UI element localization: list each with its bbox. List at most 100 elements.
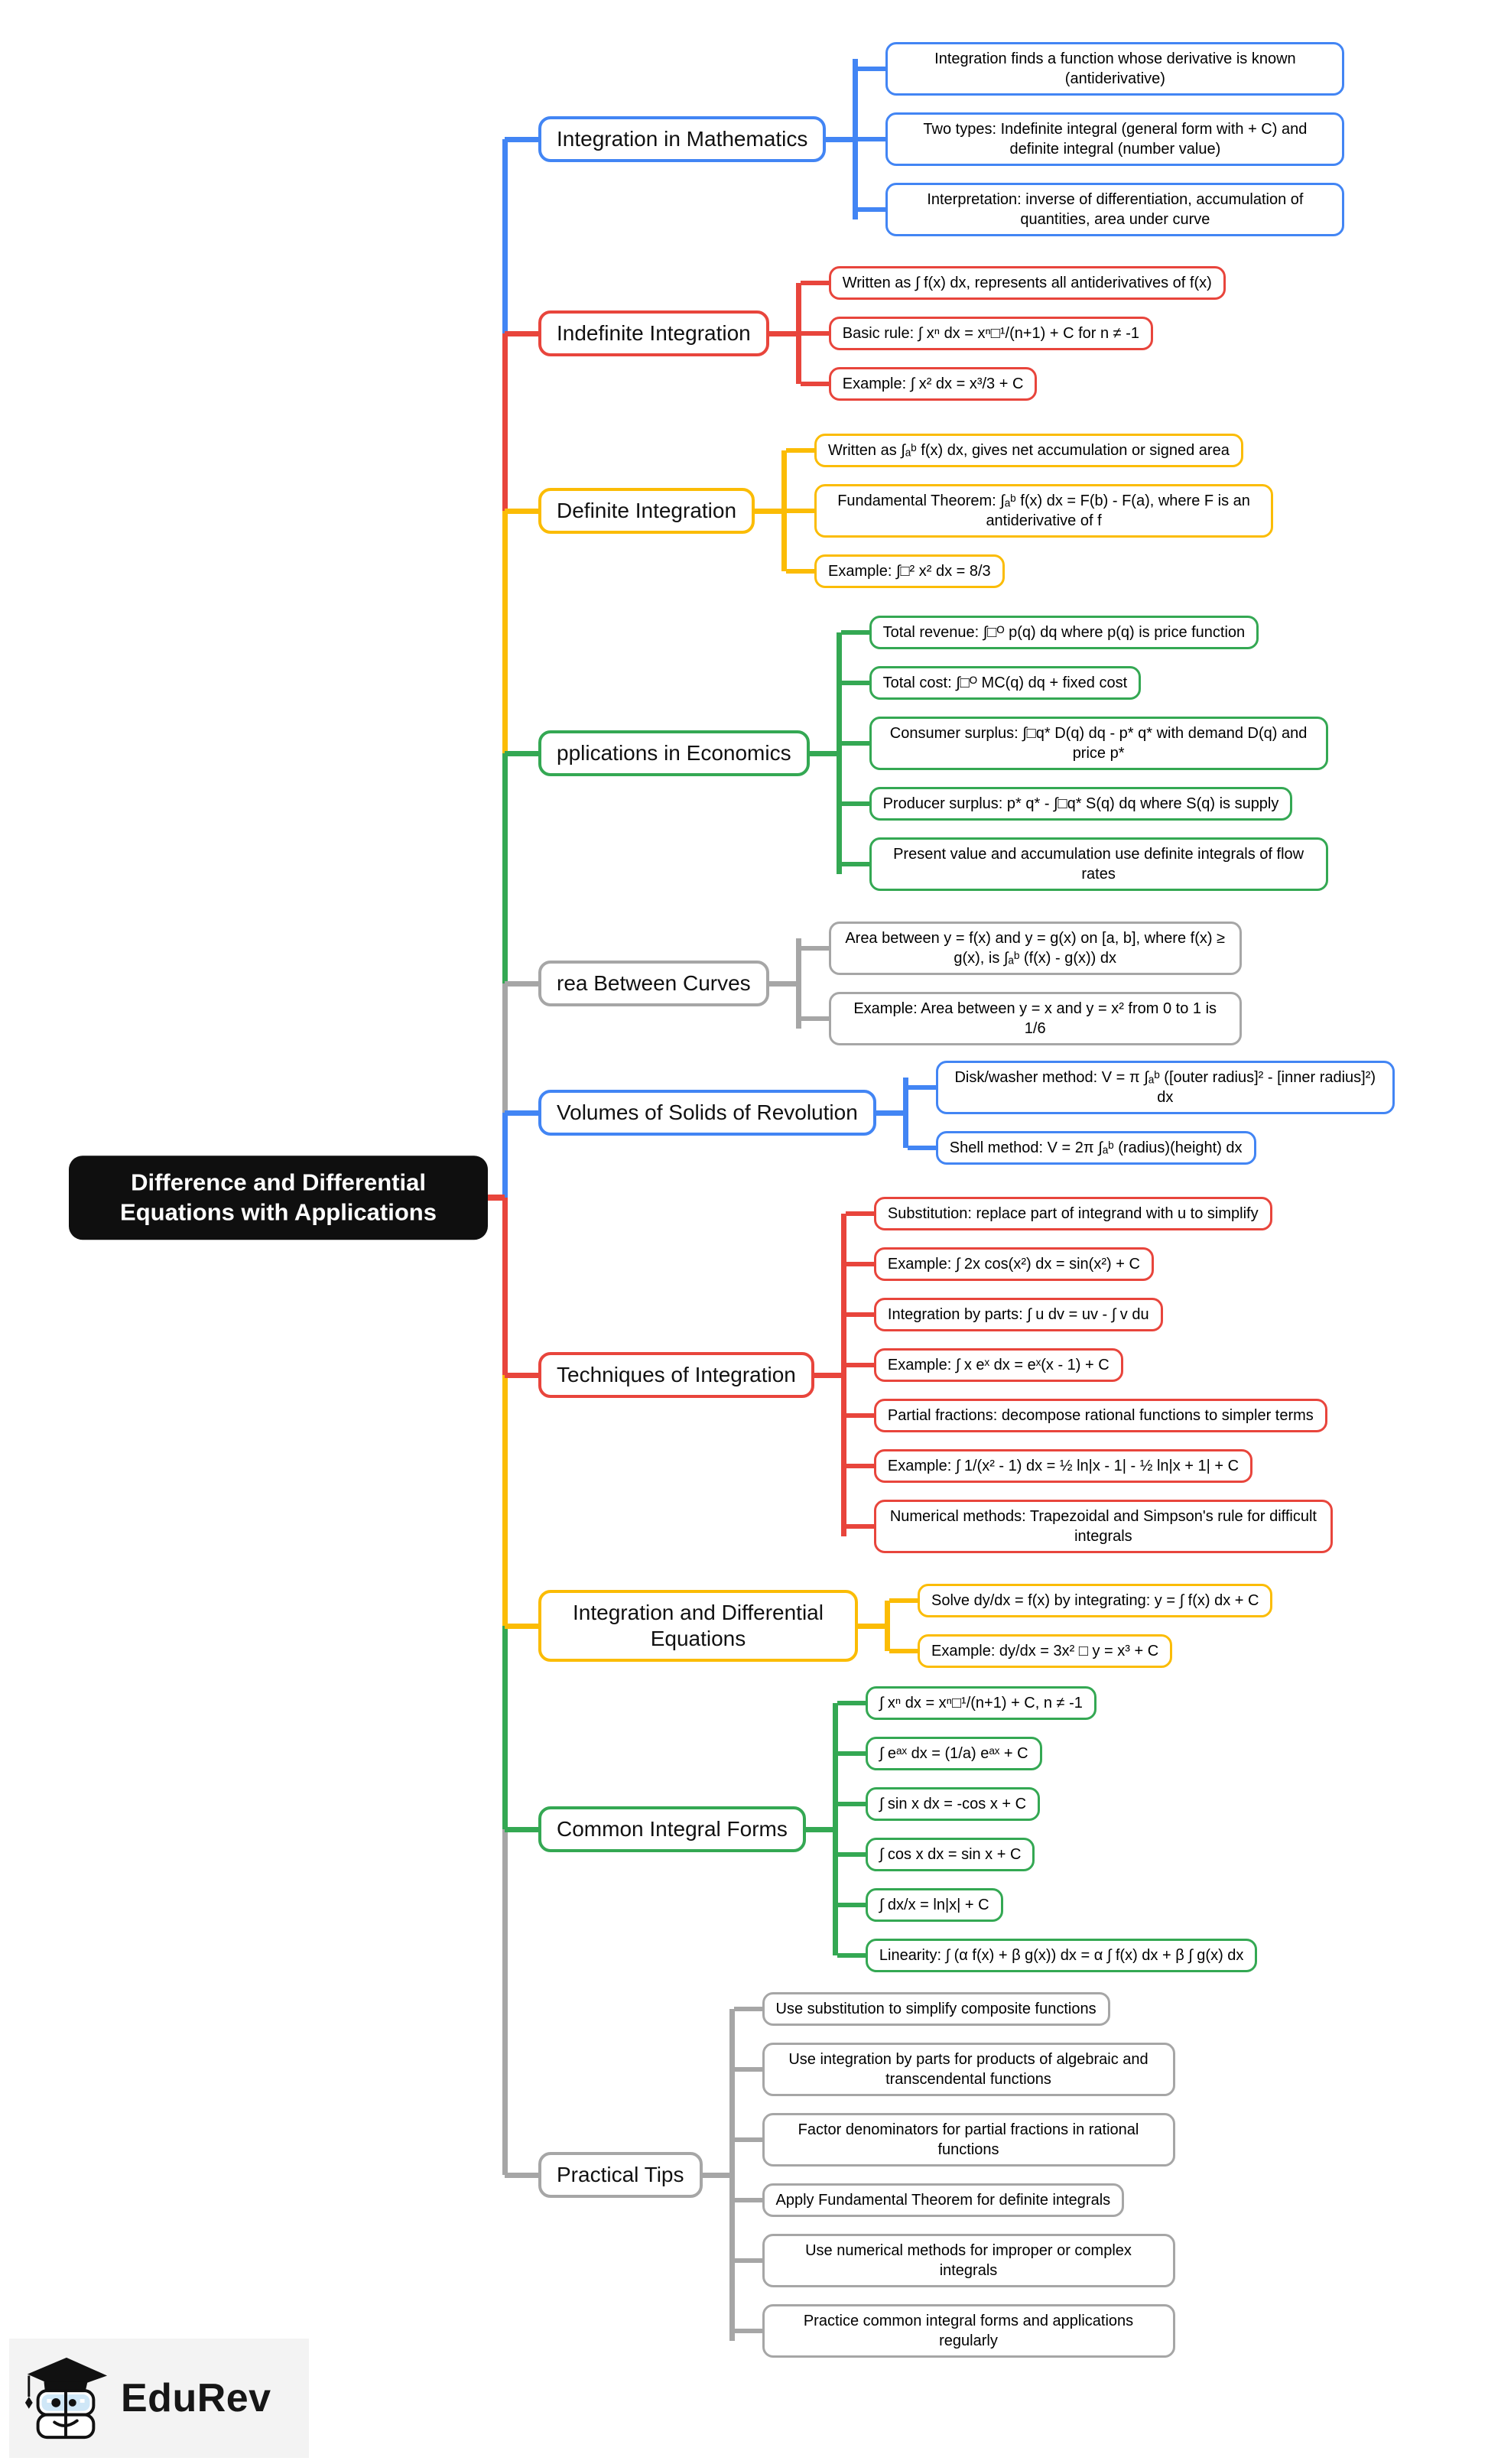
- leaf-node[interactable]: Area between y = f(x) and y = g(x) on [a…: [800, 922, 1242, 975]
- connector: [814, 1372, 843, 1378]
- leaf-node[interactable]: Basic rule: ∫ xⁿ dx = xⁿ□¹/(n+1) + C for…: [800, 317, 1154, 350]
- trunk-segment: [502, 139, 508, 333]
- connector: [505, 750, 538, 756]
- trunk-segment: [502, 983, 508, 1113]
- trunk-segment: [502, 1198, 508, 1375]
- branch-label[interactable]: pplications in Economics: [538, 730, 810, 776]
- branch-children: Written as ∫ₐᵇ f(x) dx, gives net accumu…: [781, 434, 1274, 588]
- leaf-node[interactable]: Practice common integral forms and appli…: [733, 2304, 1175, 2358]
- leaf-node[interactable]: ∫ eᵃˣ dx = (1/a) eᵃˣ + C: [837, 1737, 1042, 1770]
- leaf-node[interactable]: Shell method: V = 2π ∫ₐᵇ (radius)(height…: [907, 1131, 1256, 1165]
- leaf-node[interactable]: Apply Fundamental Theorem for definite i…: [733, 2183, 1125, 2217]
- leaf-node[interactable]: Partial fractions: decompose rational fu…: [845, 1399, 1327, 1432]
- branch-area-between-curves: rea Between Curves Area between y = f(x)…: [505, 922, 1242, 1045]
- branch-indefinite-integration: Indefinite Integration Written as ∫ f(x)…: [505, 266, 1226, 401]
- branch-children: Written as ∫ f(x) dx, represents all ant…: [795, 266, 1226, 401]
- trunk-segment: [502, 1375, 508, 1626]
- leaf-node[interactable]: Integration finds a function whose deriv…: [857, 42, 1345, 96]
- connector: [505, 330, 538, 336]
- connector: [505, 2172, 538, 2178]
- leaf-node[interactable]: Integration by parts: ∫ u dv = uv - ∫ v …: [845, 1298, 1163, 1331]
- branch-label[interactable]: Volumes of Solids of Revolution: [538, 1090, 876, 1136]
- branch-children: ∫ xⁿ dx = xⁿ□¹/(n+1) + C, n ≠ -1 ∫ eᵃˣ d…: [832, 1686, 1258, 1972]
- brand-name: EduRev: [121, 2376, 271, 2420]
- leaf-node[interactable]: Linearity: ∫ (α f(x) + β g(x)) dx = α ∫ …: [837, 1939, 1258, 1972]
- leaf-node[interactable]: Solve dy/dx = f(x) by integrating: y = ∫…: [889, 1584, 1273, 1617]
- branch-techniques-of-integration: Techniques of Integration Substitution: …: [505, 1197, 1333, 1553]
- leaf-node[interactable]: Example: ∫ x² dx = x³/3 + C: [800, 367, 1038, 401]
- connector: [505, 508, 538, 514]
- connector: [876, 1110, 905, 1116]
- leaf-node[interactable]: Two types: Indefinite integral (general …: [857, 112, 1345, 166]
- connector: [755, 508, 785, 514]
- trunk-segment: [502, 753, 508, 983]
- trunk-segment: [502, 333, 508, 511]
- branch-children: Use substitution to simplify composite f…: [729, 1992, 1175, 2358]
- connector: [702, 2172, 732, 2178]
- branch-integration-and-differential-equations: Integration and Differential Equations S…: [505, 1584, 1273, 1668]
- leaf-node[interactable]: Disk/washer method: V = π ∫ₐᵇ ([outer ra…: [907, 1061, 1395, 1114]
- footer-brand-area: EduRev: [9, 2339, 309, 2458]
- leaf-node[interactable]: Use numerical methods for improper or co…: [733, 2234, 1175, 2287]
- leaf-node[interactable]: Example: ∫ 2x cos(x²) dx = sin(x²) + C: [845, 1247, 1154, 1281]
- connector: [826, 136, 856, 142]
- leaf-node[interactable]: ∫ dx/x = ln|x| + C: [837, 1888, 1003, 1922]
- leaf-node[interactable]: Fundamental Theorem: ∫ₐᵇ f(x) dx = F(b) …: [786, 484, 1274, 538]
- leaf-node[interactable]: Example: ∫ x eˣ dx = eˣ(x - 1) + C: [845, 1348, 1123, 1382]
- edurev-logo-icon: [20, 2351, 110, 2446]
- leaf-node[interactable]: ∫ xⁿ dx = xⁿ□¹/(n+1) + C, n ≠ -1: [837, 1686, 1097, 1720]
- branch-children: Solve dy/dx = f(x) by integrating: y = ∫…: [884, 1584, 1273, 1668]
- branch-label[interactable]: Common Integral Forms: [538, 1806, 806, 1852]
- root-connector: [480, 1195, 505, 1201]
- leaf-node[interactable]: Producer surplus: p* q* - ∫□q* S(q) dq w…: [840, 787, 1293, 821]
- leaf-node[interactable]: Interpretation: inverse of differentiati…: [857, 183, 1345, 236]
- leaf-node[interactable]: Consumer surplus: ∫□q* D(q) dq - p* q* w…: [840, 717, 1328, 770]
- leaf-node[interactable]: Total cost: ∫□ᴼ MC(q) dq + fixed cost: [840, 666, 1142, 700]
- leaf-node[interactable]: Example: ∫ 1/(x² - 1) dx = ½ ln|x - 1| -…: [845, 1449, 1253, 1483]
- connector: [805, 1826, 835, 1832]
- connector: [768, 330, 798, 336]
- connector: [505, 1372, 538, 1378]
- branch-children: Integration finds a function whose deriv…: [853, 42, 1345, 236]
- branch-label[interactable]: Practical Tips: [538, 2152, 703, 2198]
- branch-label[interactable]: Integration in Mathematics: [538, 116, 827, 162]
- branch-common-integral-forms: Common Integral Forms ∫ xⁿ dx = xⁿ□¹/(n+…: [505, 1686, 1258, 1972]
- leaf-node[interactable]: Use substitution to simplify composite f…: [733, 1992, 1110, 2026]
- leaf-node[interactable]: Numerical methods: Trapezoidal and Simps…: [845, 1500, 1333, 1553]
- branch-label[interactable]: rea Between Curves: [538, 961, 769, 1006]
- root-node[interactable]: Difference and Differential Equations wi…: [69, 1156, 488, 1240]
- branch-definite-integration: Definite Integration Written as ∫ₐᵇ f(x)…: [505, 434, 1274, 588]
- leaf-node[interactable]: ∫ cos x dx = sin x + C: [837, 1838, 1035, 1871]
- leaf-node[interactable]: ∫ sin x dx = -cos x + C: [837, 1787, 1041, 1821]
- leaf-node[interactable]: Factor denominators for partial fraction…: [733, 2113, 1175, 2167]
- branch-volumes-of-solids: Volumes of Solids of Revolution Disk/was…: [505, 1061, 1395, 1165]
- connector: [505, 136, 538, 142]
- branch-integration-in-mathematics: Integration in Mathematics Integration f…: [505, 42, 1345, 236]
- leaf-node[interactable]: Written as ∫ₐᵇ f(x) dx, gives net accumu…: [786, 434, 1243, 467]
- leaf-node[interactable]: Present value and accumulation use defin…: [840, 837, 1328, 891]
- connector: [505, 1623, 538, 1629]
- leaf-node[interactable]: Example: dy/dx = 3x² □ y = x³ + C: [889, 1634, 1173, 1668]
- connector: [858, 1623, 887, 1629]
- branch-label[interactable]: Indefinite Integration: [538, 310, 769, 356]
- branch-applications-in-economics: pplications in Economics Total revenue: …: [505, 616, 1328, 891]
- branch-label[interactable]: Integration and Differential Equations: [538, 1590, 858, 1662]
- trunk-segment: [502, 1626, 508, 1829]
- connector: [505, 1110, 538, 1116]
- connector: [505, 1826, 538, 1832]
- connector: [809, 750, 839, 756]
- leaf-node[interactable]: Written as ∫ f(x) dx, represents all ant…: [800, 266, 1226, 300]
- leaf-node[interactable]: Total revenue: ∫□ᴼ p(q) dq where p(q) is…: [840, 616, 1259, 649]
- branch-label[interactable]: Techniques of Integration: [538, 1352, 814, 1398]
- branch-label[interactable]: Definite Integration: [538, 488, 755, 534]
- leaf-node[interactable]: Use integration by parts for products of…: [733, 2043, 1175, 2096]
- branch-children: Disk/washer method: V = π ∫ₐᵇ ([outer ra…: [902, 1061, 1395, 1165]
- branch-children: Substitution: replace part of integrand …: [840, 1197, 1333, 1553]
- connector: [768, 980, 798, 987]
- leaf-node[interactable]: Example: Area between y = x and y = x² f…: [800, 992, 1242, 1045]
- leaf-node[interactable]: Substitution: replace part of integrand …: [845, 1197, 1272, 1230]
- trunk-segment: [502, 511, 508, 753]
- branch-children: Total revenue: ∫□ᴼ p(q) dq where p(q) is…: [836, 616, 1328, 891]
- leaf-node[interactable]: Example: ∫□² x² dx = 8/3: [786, 554, 1005, 588]
